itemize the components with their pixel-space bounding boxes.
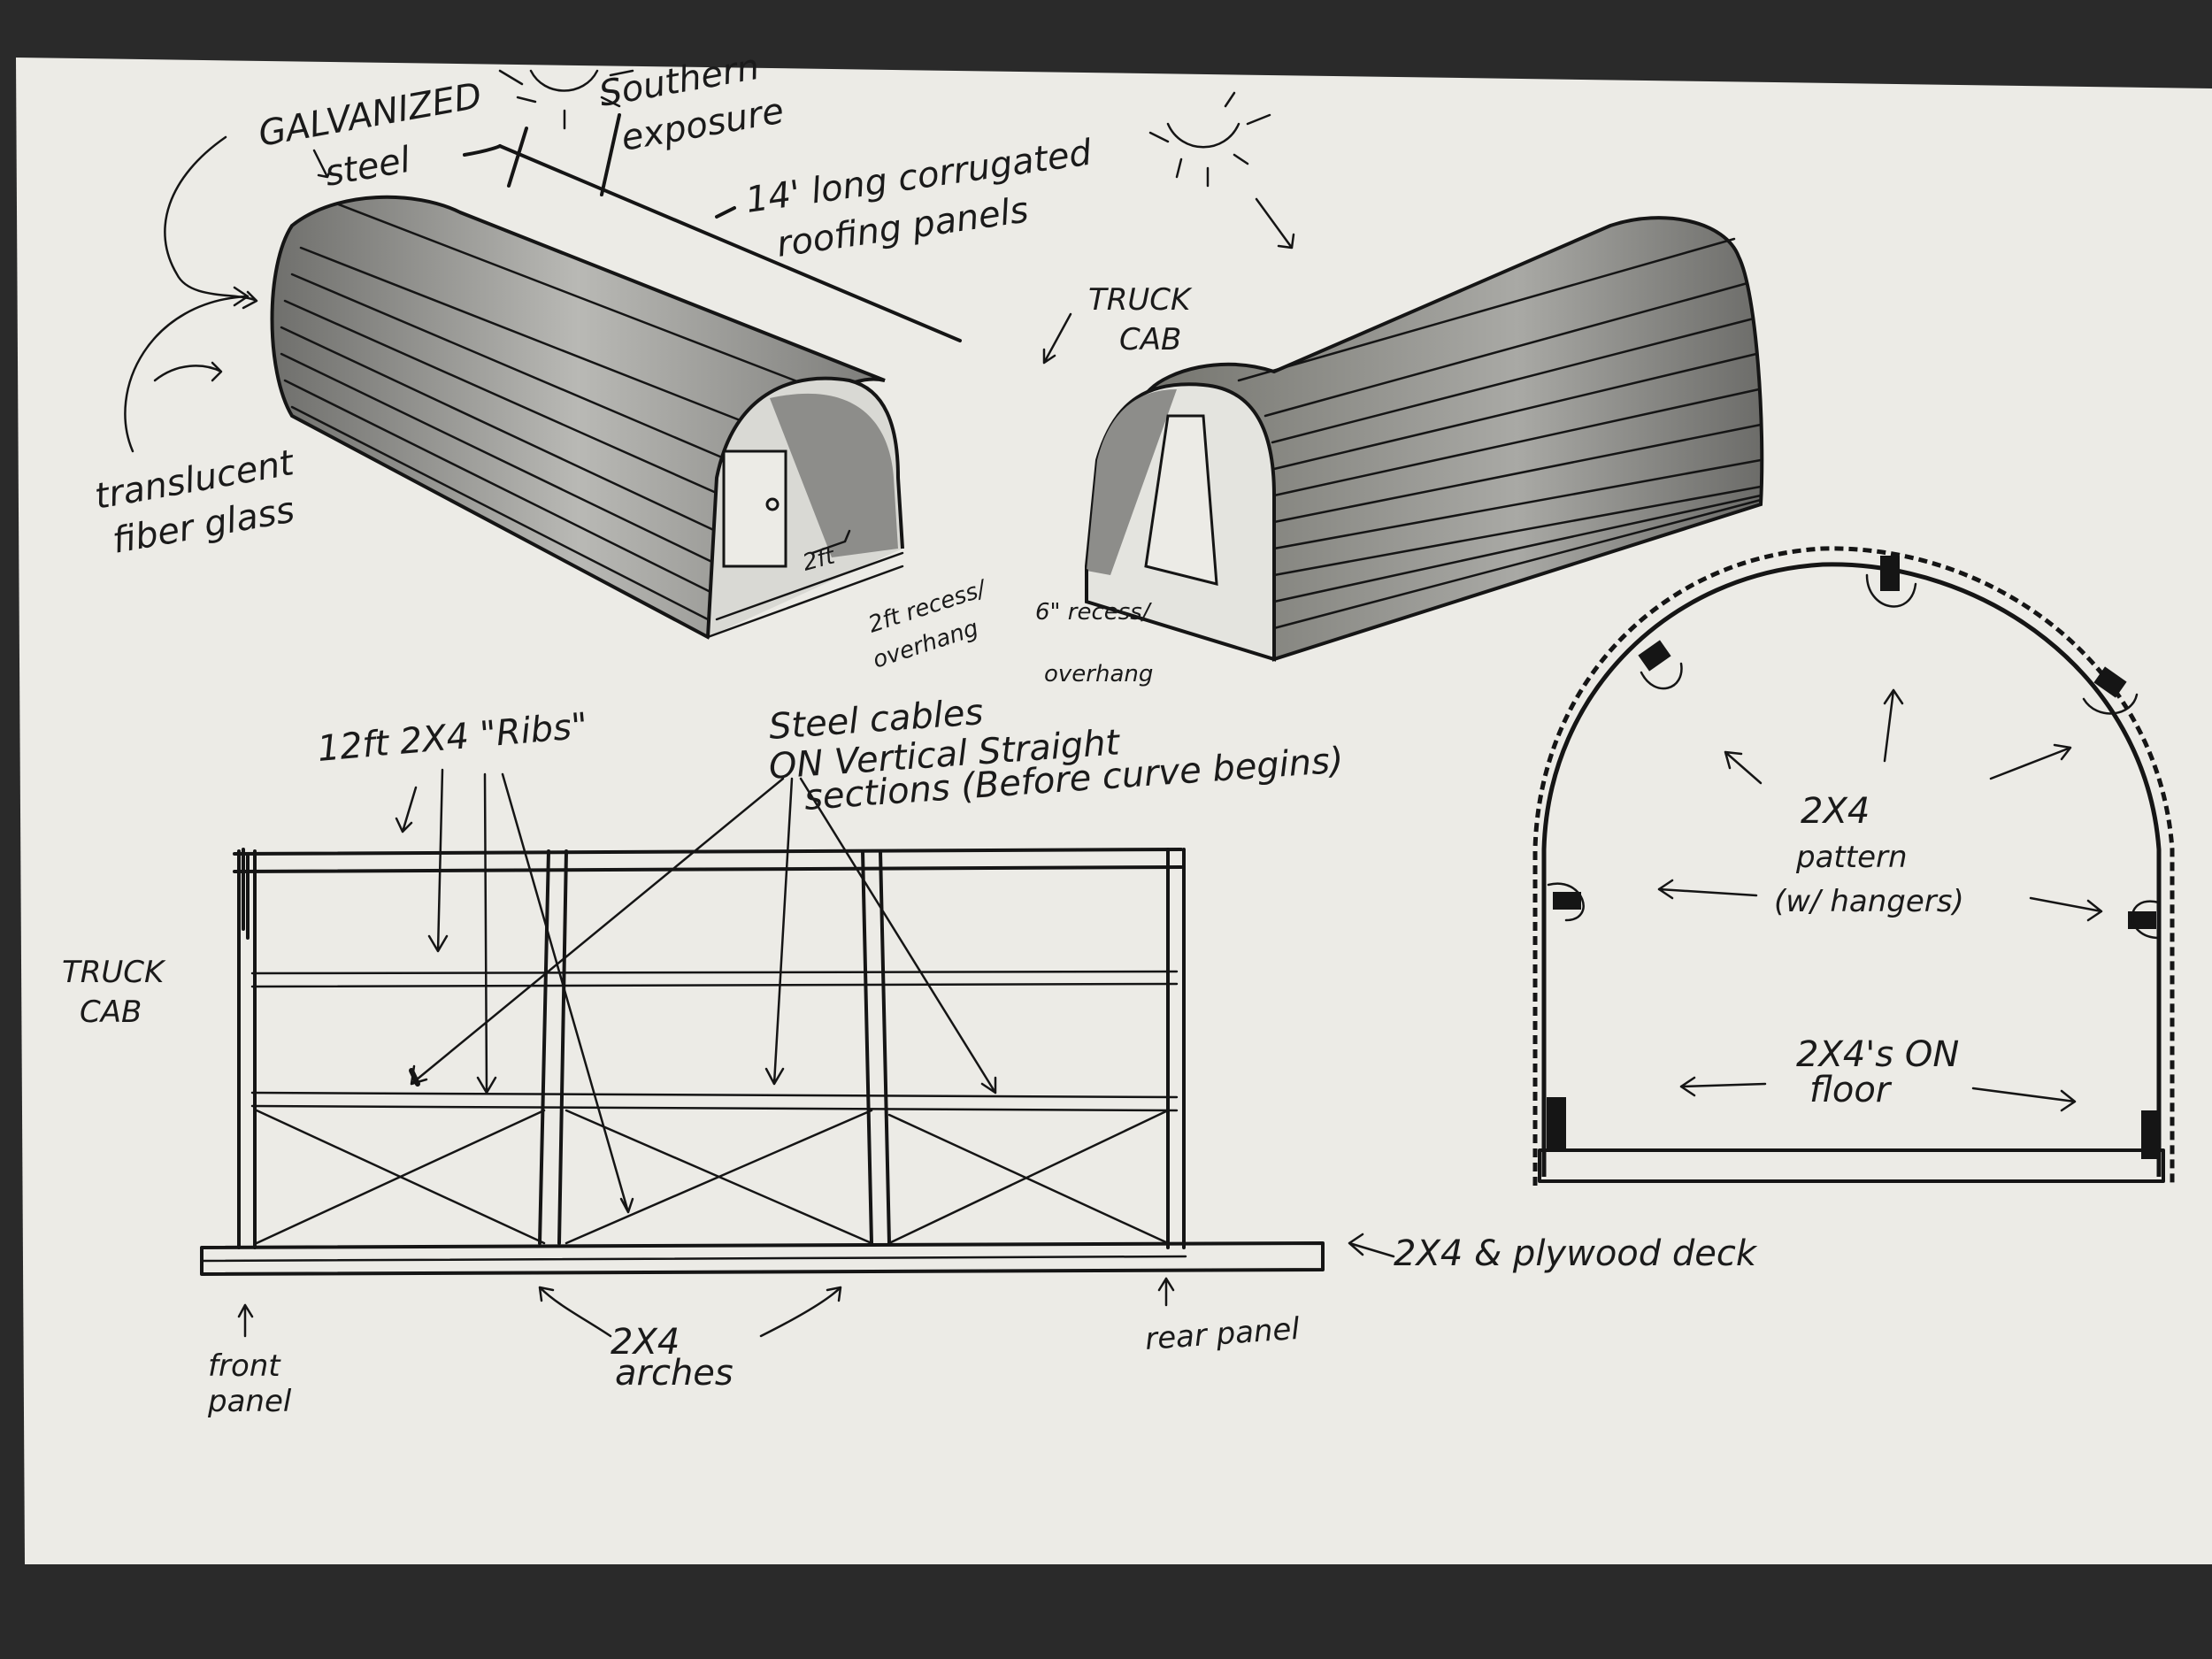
label-pattern-2: pattern [1795, 840, 1908, 875]
label-truck-cab-top-2: CAB [1119, 322, 1181, 357]
deck-inner-line [200, 1255, 1187, 1263]
label-pattern-3: (w/ hangers) [1774, 884, 1964, 919]
label-deck: 2X4 & plywood deck [1394, 1233, 1758, 1274]
right-quonset-recess [1087, 389, 1177, 575]
rear-panel-post [1166, 848, 1186, 1249]
left-quonset-floor [706, 551, 904, 639]
front-end-block [242, 848, 250, 940]
roofing-panel-pointer [463, 113, 962, 342]
label-arches-1: 2X4 [611, 1322, 680, 1363]
door-width-arrow [810, 529, 851, 555]
sun-icon-left [498, 69, 634, 130]
cross-bracing [255, 1109, 1170, 1245]
end-arch-section [1532, 546, 2175, 1186]
middle-girt [250, 1091, 1179, 1112]
upper-girt [250, 970, 1179, 988]
pattern-arrows [1657, 688, 2103, 1112]
label-front-panel-2: panel [207, 1384, 292, 1419]
right-quonset-door [1144, 414, 1218, 586]
hanger-outlines [1547, 573, 2161, 940]
arch-post-1 [538, 849, 568, 1245]
cable-anchor-mark [409, 1068, 420, 1087]
label-truck-cab-side-1: TRUCK [62, 955, 166, 990]
side-frame-elevation [200, 848, 1325, 1276]
label-floor-1: 2X4's ON [1796, 1034, 1959, 1075]
left-quonset-recess [770, 393, 898, 557]
label-truck-cab-side-2: CAB [80, 995, 142, 1030]
front-panel-post [237, 849, 257, 1249]
label-recess-6in-1: 6" recess/ [1035, 599, 1153, 626]
label-arches-2: arches [615, 1353, 733, 1394]
ribs-pointer-arrows [395, 768, 634, 1214]
material-pointer-arrows [124, 135, 1072, 453]
label-pattern-1: 2X4 [1801, 791, 1870, 832]
label-front-panel-1: front [208, 1348, 281, 1384]
sun-icon-right [1148, 91, 1295, 250]
label-truck-cab-top-1: TRUCK [1088, 282, 1193, 318]
label-recess-6in-2: overhang [1044, 661, 1153, 687]
top-plate [233, 848, 1183, 873]
door-knob-icon [765, 497, 780, 511]
label-floor-2: floor [1809, 1070, 1893, 1110]
floor-beam [1538, 1148, 2165, 1183]
right-quonset-sketch [1085, 216, 1764, 662]
left-quonset-ribs [280, 202, 842, 621]
left-quonset-sketch [270, 195, 904, 640]
right-quonset-ribs [1237, 237, 1763, 630]
plywood-deck [200, 1241, 1325, 1276]
bottom-pointer-arrows [237, 1233, 1395, 1338]
arch-post-2 [861, 849, 891, 1245]
hanger-icons [1547, 556, 2161, 1159]
